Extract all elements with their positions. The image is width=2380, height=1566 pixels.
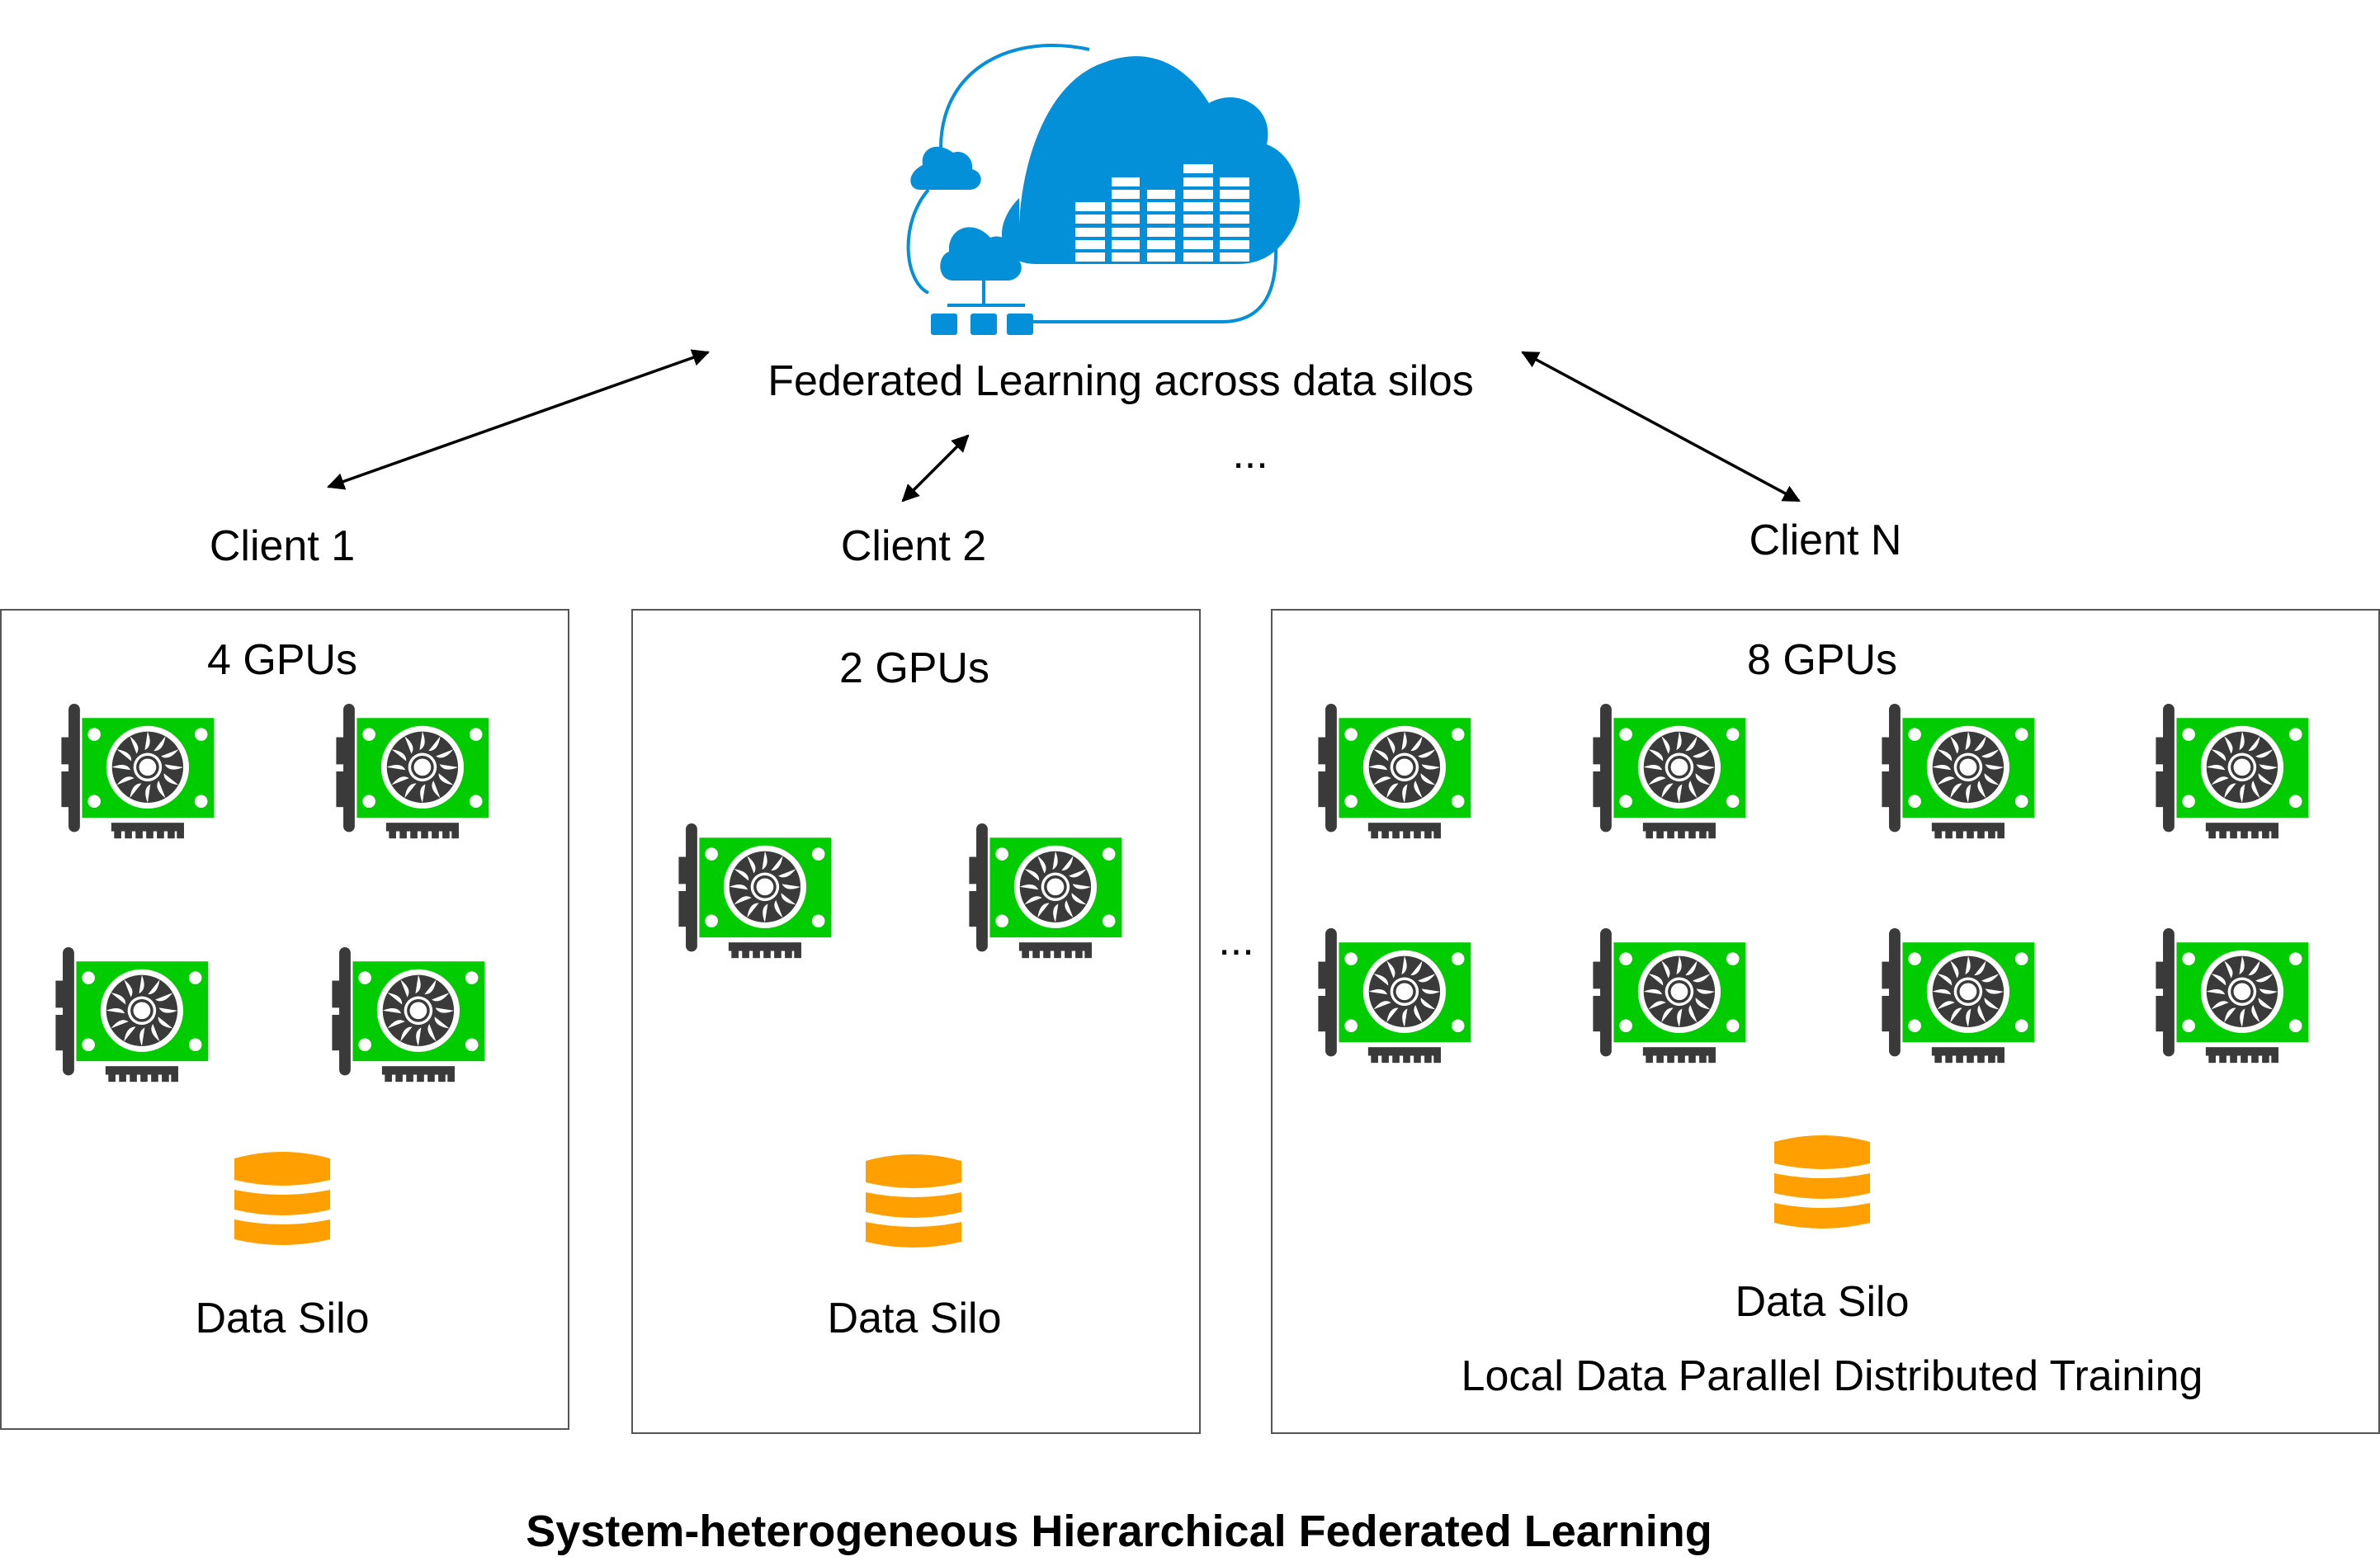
client-n-silo-label: Data Silo xyxy=(1735,1278,1910,1326)
gpu-icon xyxy=(1872,693,2053,850)
diagram-caption: System-heterogeneous Hierarchical Federa… xyxy=(526,1507,1712,1556)
client-n-note: Local Data Parallel Distributed Training xyxy=(1461,1352,2203,1400)
connection-arrows xyxy=(327,349,1801,502)
arrow-client-n xyxy=(1521,351,1801,502)
server-label: Federated Learning across data silos xyxy=(767,357,1474,405)
gpu-icon xyxy=(1583,693,1764,850)
gpu-icon xyxy=(51,693,233,850)
arrow-client-2 xyxy=(901,434,970,502)
client-2-box xyxy=(631,609,1201,1434)
database-icon xyxy=(864,1151,963,1254)
client-1-gpu-label: 4 GPUs xyxy=(206,636,358,684)
client-1-silo-label: Data Silo xyxy=(195,1295,370,1342)
ellipsis-top: ... xyxy=(1232,430,1268,478)
gpu-icon xyxy=(1872,917,2053,1074)
gpu-icon xyxy=(2146,693,2327,850)
ellipsis-middle: ... xyxy=(1218,917,1254,965)
gpu-icon xyxy=(45,936,227,1093)
client-2-label: Client 2 xyxy=(840,522,987,570)
gpu-icon xyxy=(668,813,850,969)
arrow-client-1 xyxy=(327,349,710,490)
cloud-server-icon xyxy=(906,44,1300,335)
database-icon xyxy=(233,1149,332,1252)
client-2-gpu-label: 2 GPUs xyxy=(838,644,990,692)
database-icon xyxy=(1773,1132,1872,1235)
gpu-icon xyxy=(1308,693,1490,850)
gpu-icon xyxy=(322,936,503,1093)
gpu-icon xyxy=(959,813,1140,969)
gpu-icon xyxy=(2146,917,2327,1074)
client-1-label: Client 1 xyxy=(209,522,356,570)
client-n-gpu-label: 8 GPUs xyxy=(1746,636,1898,684)
client-n-label: Client N xyxy=(1749,516,1902,564)
gpu-icon xyxy=(326,693,508,850)
gpu-icon xyxy=(1583,917,1764,1074)
client-2-silo-label: Data Silo xyxy=(827,1295,1002,1342)
gpu-icon xyxy=(1308,917,1490,1074)
